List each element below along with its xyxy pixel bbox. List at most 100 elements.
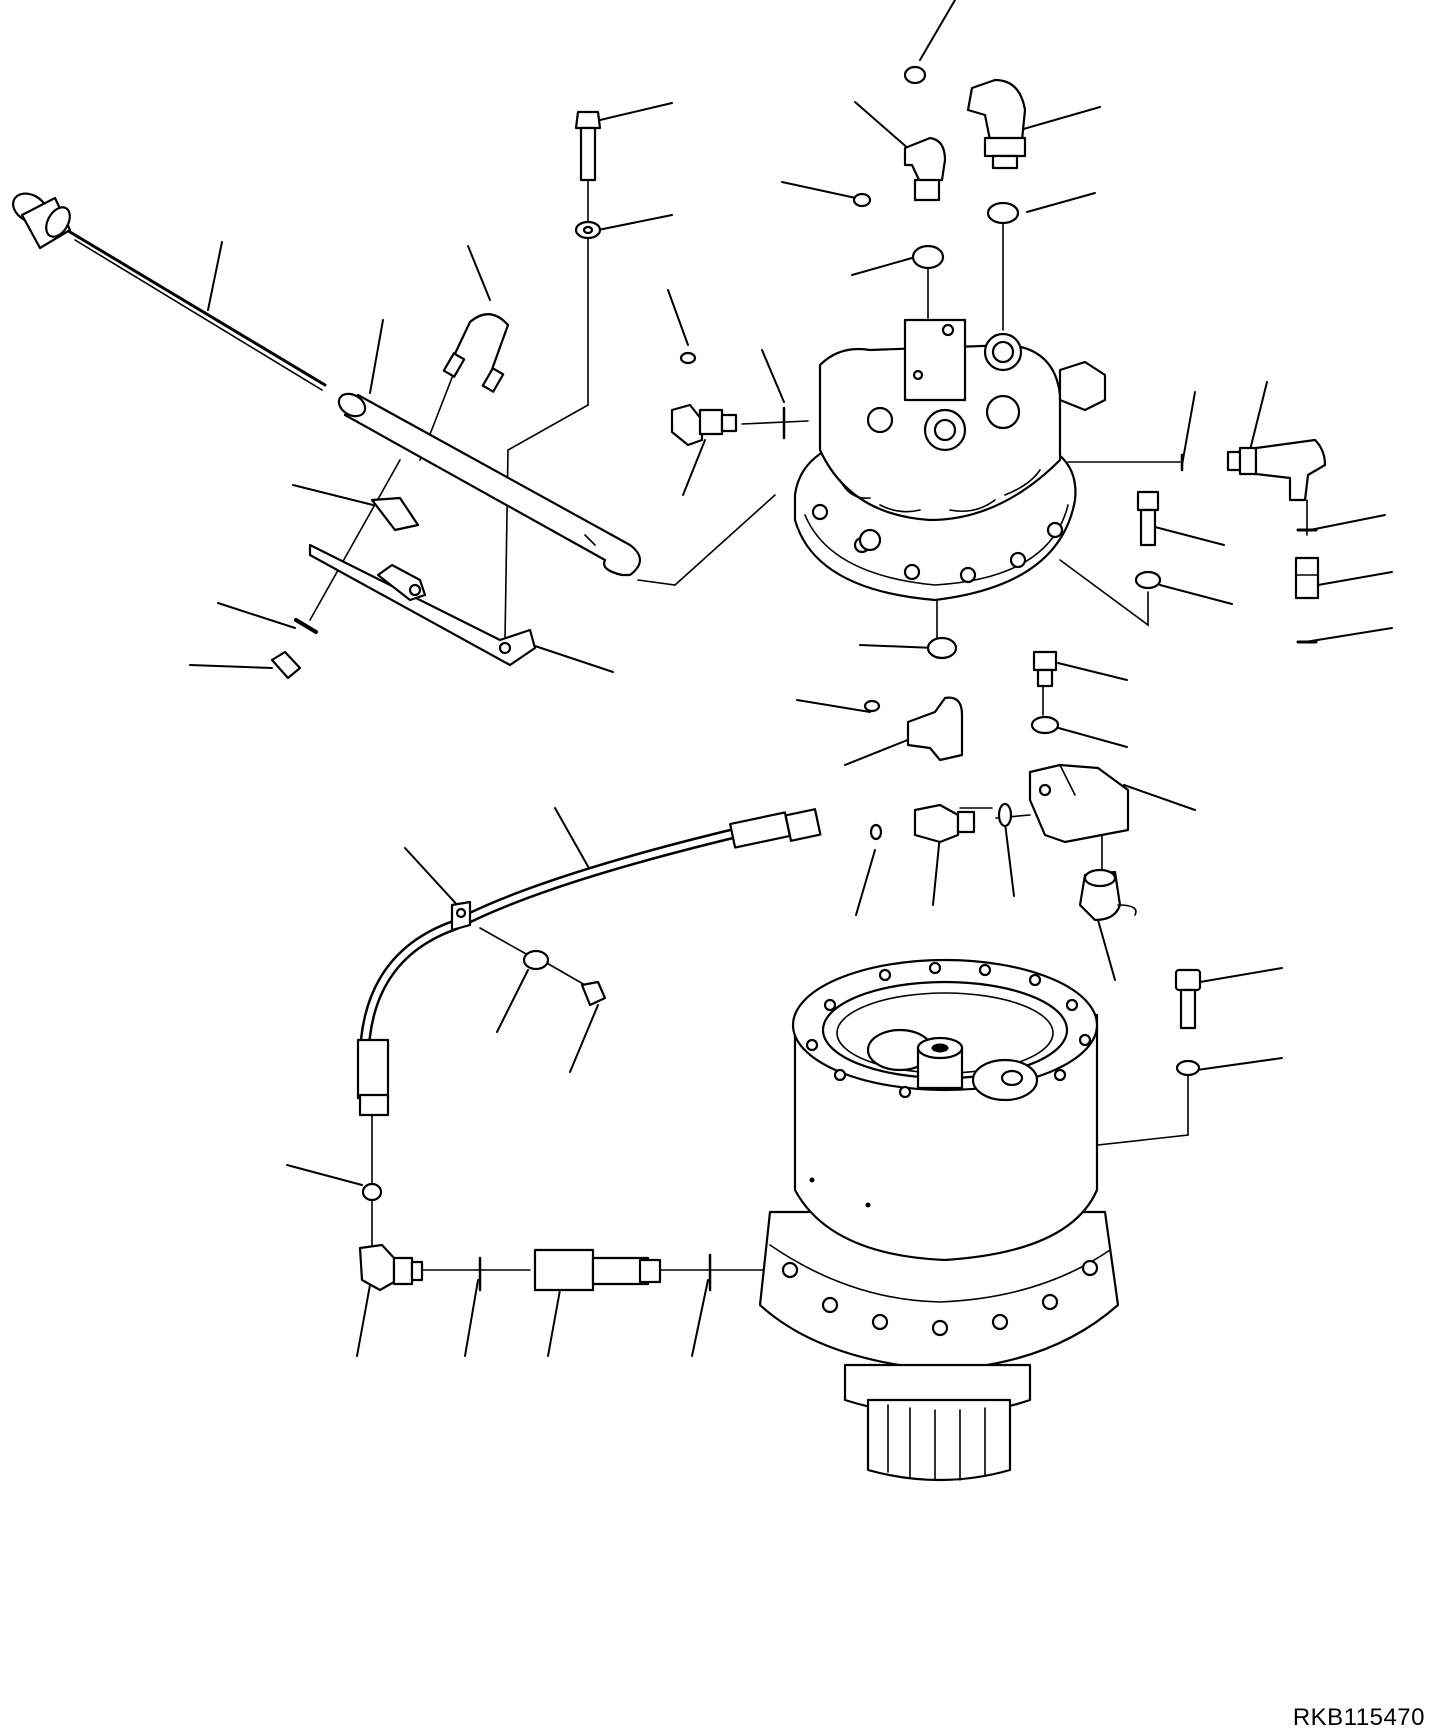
oring-hose	[869, 823, 883, 841]
rim-hole-6	[1078, 1033, 1092, 1047]
dipstick-guide-tube	[337, 392, 642, 577]
motor-port-b	[985, 394, 1021, 430]
drain-assembly	[358, 1182, 712, 1292]
motor-port-a-bore	[991, 340, 1015, 364]
rim-hole-1	[878, 968, 892, 982]
elbow-small-nut	[913, 178, 941, 202]
elbow-left	[670, 403, 704, 447]
leader-bolt-case	[1199, 967, 1283, 983]
bracket	[308, 543, 537, 667]
gearbox-flange-edge	[769, 1244, 1111, 1303]
leader-oring-left	[667, 289, 689, 346]
washer-top-hole	[582, 225, 594, 235]
bolt-block-shank	[1036, 668, 1054, 688]
axis-clamp-bolt	[544, 961, 586, 986]
u-bolt-shape	[450, 313, 510, 377]
motor-boss-left	[866, 406, 894, 434]
leader-elbow-drain	[356, 1284, 371, 1357]
leader-oring-r2	[1304, 627, 1393, 643]
leader-breather	[1097, 919, 1116, 981]
leader-seal-drain	[464, 1279, 479, 1357]
leader-seal-drain2	[691, 1279, 709, 1357]
drain-valve-stem	[591, 1256, 650, 1286]
leader-washer-block	[1054, 726, 1128, 748]
leader-oring-center	[851, 257, 913, 276]
leader-elbow-small	[854, 101, 911, 151]
elbow-left-nut	[698, 408, 724, 436]
elbow-bottom	[906, 696, 964, 762]
leader-oring-hose	[855, 849, 876, 916]
motor-flange-edge	[804, 504, 1069, 586]
leader-plug-right	[1249, 381, 1268, 451]
leader-bolt-r	[1154, 526, 1225, 546]
leader-u-bolt	[467, 245, 491, 301]
clip-hardware	[270, 496, 420, 680]
leader-bolt-clamp	[569, 1004, 599, 1073]
axis-left-fitting	[741, 420, 809, 425]
drain-valve-tip	[638, 1258, 662, 1284]
motor-hole-6	[1046, 521, 1064, 539]
elbow-right	[1254, 438, 1327, 502]
oring-left	[679, 351, 697, 365]
left-motor-fittings	[670, 351, 786, 447]
block	[1028, 763, 1130, 844]
case-bolt	[1174, 968, 1202, 1077]
hose-end-left	[356, 1038, 390, 1100]
leader-seal-right	[1181, 391, 1196, 466]
leader-seal-left	[761, 349, 785, 403]
axis-bolt-to-bracket	[504, 404, 589, 641]
case-bolt-head	[1174, 968, 1202, 992]
leader-oring-b2	[796, 699, 871, 713]
motor-boss-bottom	[858, 528, 882, 552]
flange-hole-7	[1081, 1259, 1099, 1277]
elbow-top	[966, 78, 1027, 142]
bolt-clamp	[580, 980, 607, 1007]
rim-hole-3	[978, 963, 992, 977]
leader-adapter-r	[1317, 571, 1393, 586]
hose-body-fill	[361, 829, 741, 1086]
flange-hole-3	[871, 1313, 889, 1331]
rim-hole-8	[805, 1038, 819, 1052]
leader-bolt-top	[599, 102, 673, 121]
dipstick-rod	[68, 230, 327, 387]
oring-top	[903, 65, 927, 85]
pin	[294, 618, 318, 634]
assembly-axis-lines	[309, 117, 1308, 1271]
block-hole	[1038, 783, 1052, 797]
leader-nut	[189, 664, 273, 669]
oring-bottom	[926, 636, 958, 660]
elbow-drain-nut	[392, 1256, 414, 1286]
motor-lobe-1	[839, 479, 871, 499]
washer-block	[1030, 715, 1060, 735]
leader-oring-bottom	[859, 644, 936, 649]
union-nut	[913, 803, 960, 844]
motor-lobe-3	[949, 499, 996, 513]
leader-oring-right	[1026, 192, 1096, 213]
leader-pin	[217, 602, 296, 629]
leader-tube	[369, 319, 384, 394]
oring-b2	[863, 699, 881, 713]
pinion-shaft	[866, 1398, 1012, 1482]
rim-hole-5	[1065, 998, 1079, 1012]
motor-valve-block	[903, 318, 967, 402]
washer-r	[1134, 570, 1162, 590]
nut	[270, 650, 302, 680]
axis-case-bolt	[1097, 1074, 1189, 1146]
drum-mark-1	[809, 1177, 815, 1183]
rim-hole-9	[833, 1068, 847, 1082]
leader-clip	[292, 484, 374, 506]
bolt-top-head	[574, 110, 602, 130]
axis-clamp-washer	[479, 927, 529, 956]
swing-motor	[793, 318, 1107, 602]
leader-block	[1123, 784, 1196, 811]
drain-valve-body	[533, 1248, 595, 1292]
flange-hole-2	[821, 1296, 839, 1314]
leader-oring-union	[1004, 822, 1015, 897]
rim-hole-7	[823, 998, 837, 1012]
case-washer	[1175, 1059, 1201, 1077]
tube-body	[343, 393, 642, 577]
hose-body-outline	[358, 826, 746, 1091]
motor-side-fitting	[1058, 360, 1107, 412]
